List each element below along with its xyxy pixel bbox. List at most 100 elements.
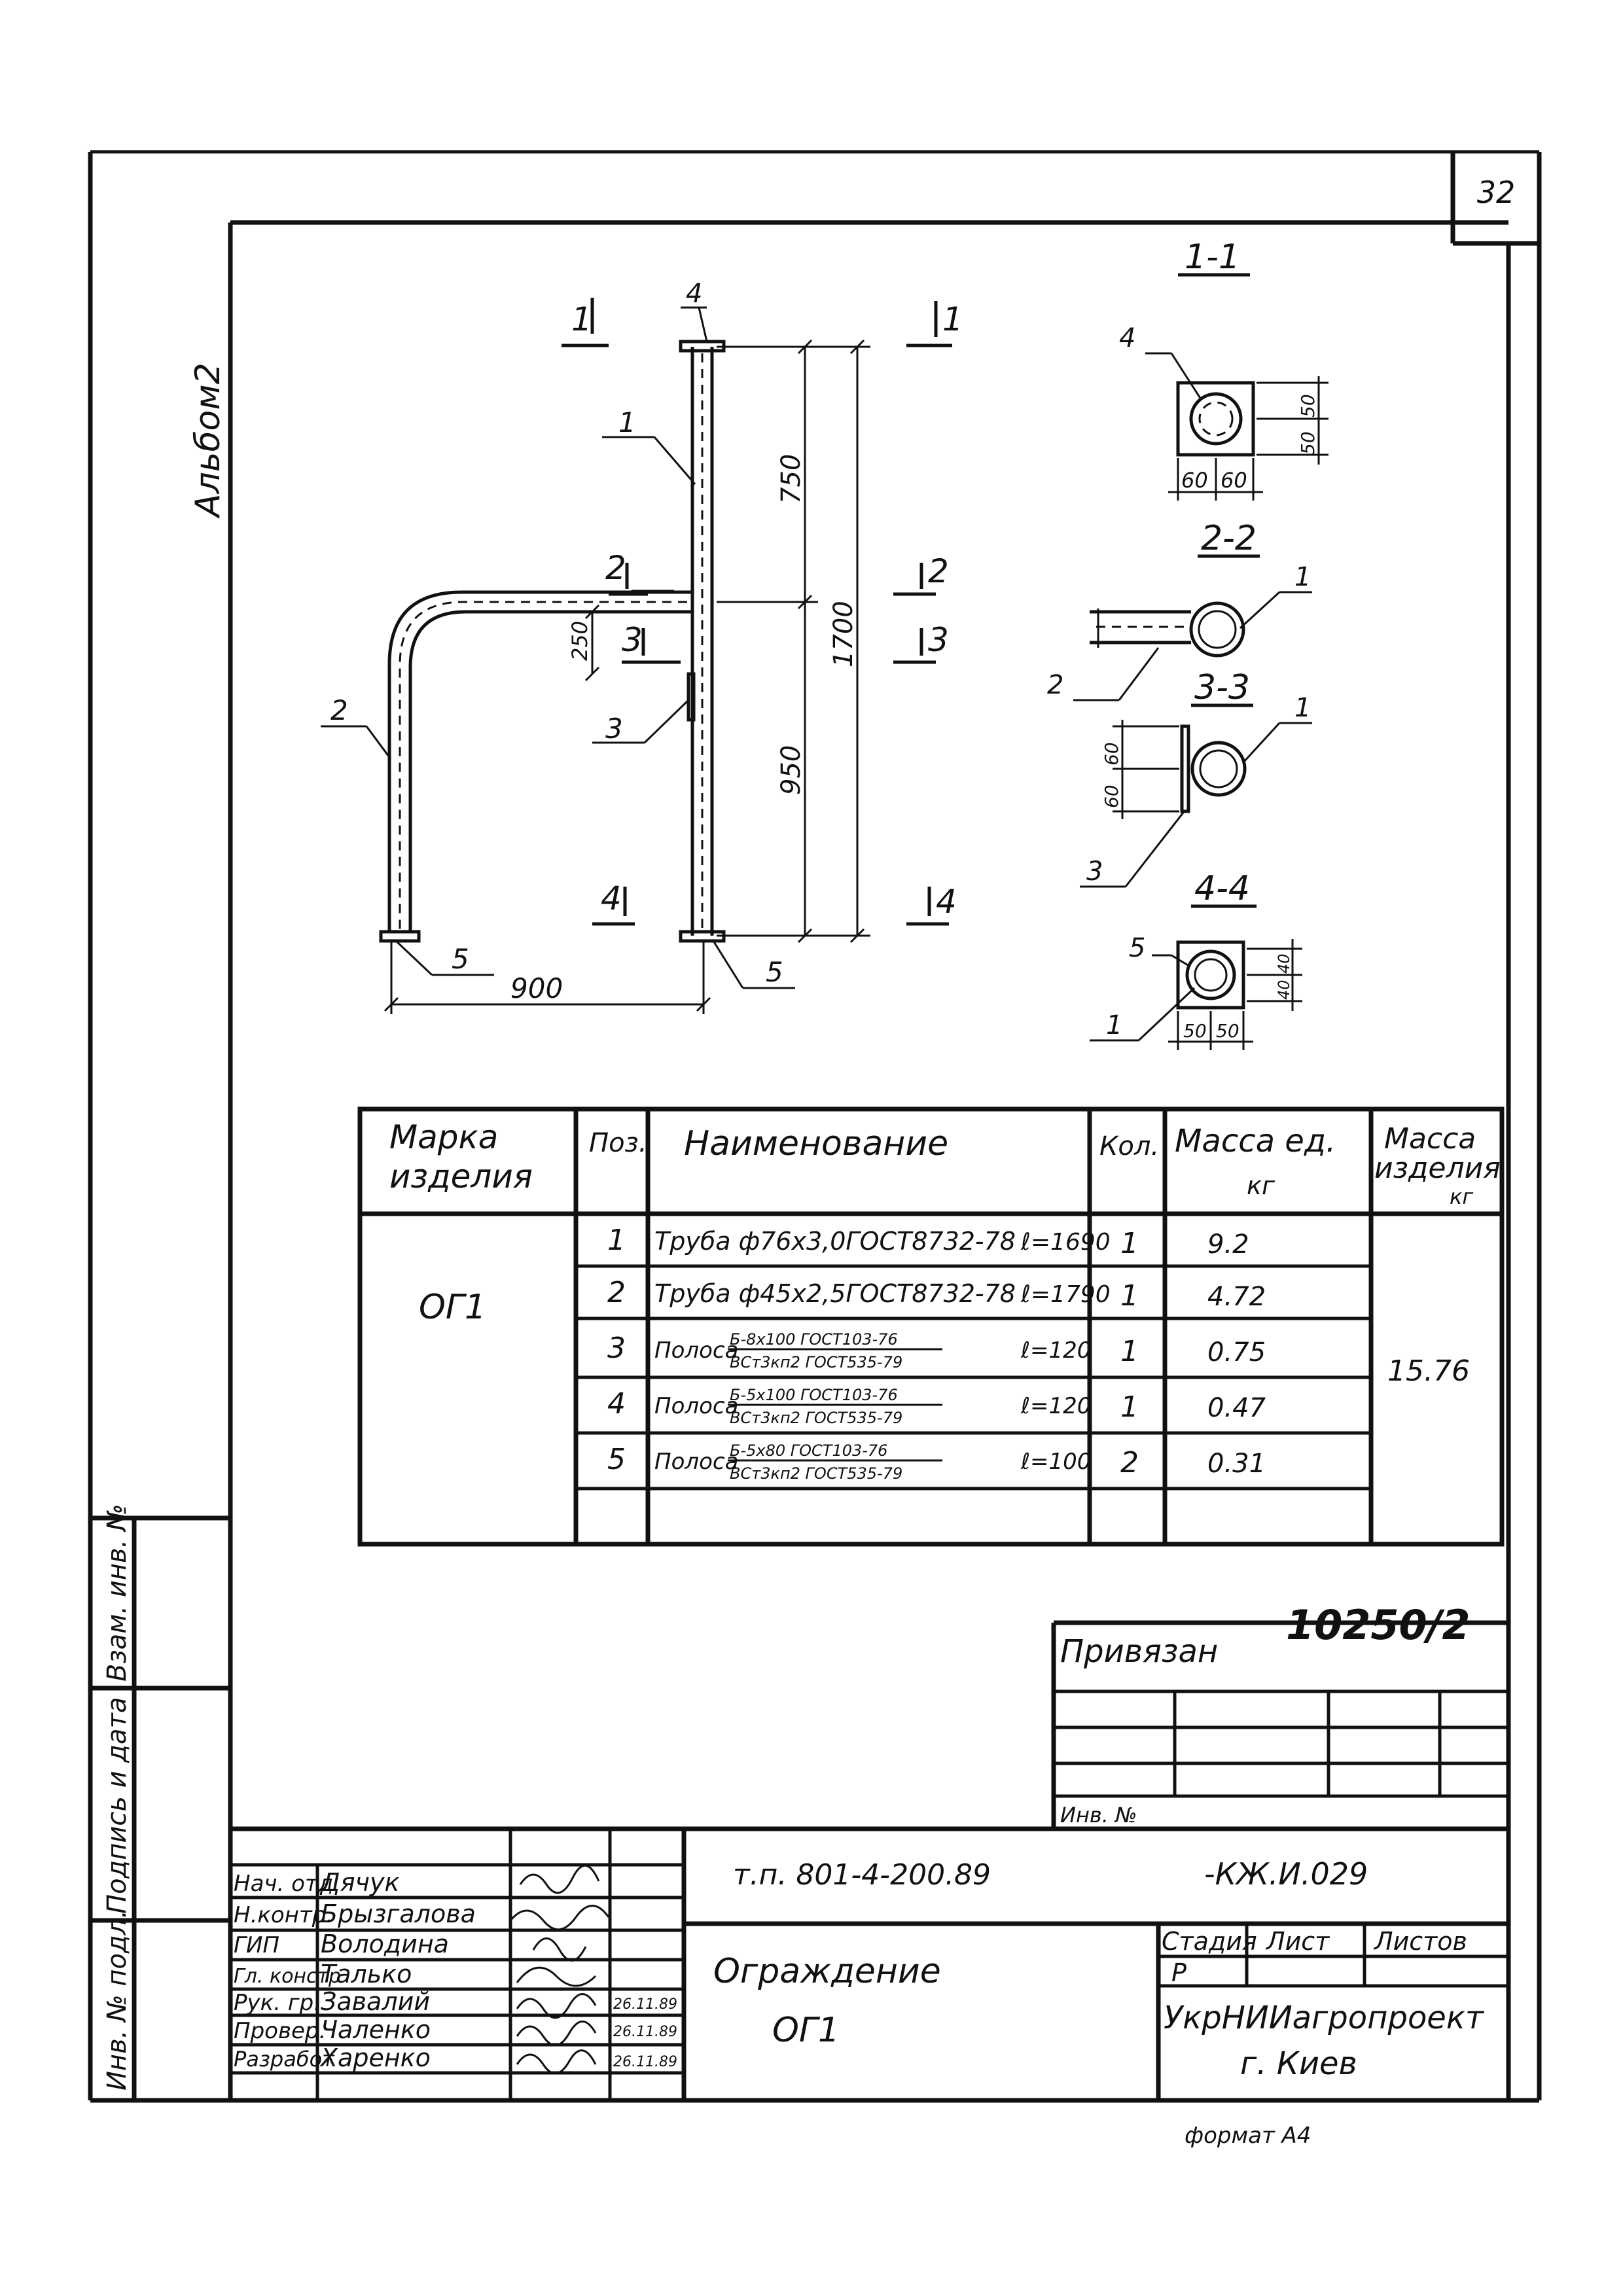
row-mass: 0.47	[1207, 1393, 1266, 1423]
pos-5-label-left: 5	[452, 943, 469, 975]
section-mark-1-right: 1	[942, 300, 963, 338]
svg-text:Чаленко: Чаленко	[321, 2015, 431, 2044]
row-length: ℓ=120	[1020, 1393, 1091, 1419]
main-view-dimensions	[383, 339, 870, 1014]
svg-text:Талько: Талько	[321, 1960, 412, 1988]
section-title-3-3: 3-3	[1194, 668, 1250, 707]
row-length: ℓ=100	[1020, 1449, 1091, 1475]
sec3-dim-a: 60	[1101, 742, 1122, 766]
row-frac-top: Б-8х100 ГОСТ103-76	[730, 1330, 898, 1349]
sec4-dim-d: 40	[1275, 980, 1293, 1000]
row-qty: 1	[1120, 1335, 1139, 1368]
doc-code: -КЖ.И.029	[1204, 1856, 1368, 1892]
svg-text:Рук. гр.: Рук. гр.	[234, 1990, 321, 2016]
row-length: ℓ=1690	[1020, 1229, 1111, 1256]
svg-text:Завалий: Завалий	[321, 1987, 430, 2016]
sec1-pos-4-label: 4	[1119, 323, 1135, 353]
section-mark-4-left: 4	[601, 879, 622, 917]
row-frac-top: Б-5х100 ГОСТ103-76	[730, 1386, 898, 1404]
row-frac-bottom: ВСт3кп2 ГОСТ535-79	[730, 1409, 902, 1427]
svg-text:26.11.89: 26.11.89	[613, 2054, 677, 2070]
section-marks	[562, 298, 952, 926]
tb-header-sheets: Листов	[1373, 1927, 1467, 1956]
side-stamp-inv: Инв. № подл.	[102, 1910, 132, 2091]
section-1-1	[1145, 273, 1329, 501]
title-block	[230, 1826, 1508, 2100]
pos-2-label: 2	[330, 694, 348, 726]
row-frac-bottom: ВСт3кп2 ГОСТ535-79	[730, 1464, 902, 1483]
organization-city: г. Киев	[1240, 2045, 1357, 2082]
row-frac-top: Б-5х80 ГОСТ103-76	[730, 1441, 887, 1460]
spec-header-unit-mass: Масса ед.кг	[1175, 1123, 1336, 1200]
row-name: Полоса	[654, 1337, 738, 1364]
row-mass: 9.2	[1207, 1229, 1249, 1260]
section-mark-3-left: 3	[622, 621, 643, 659]
svg-text:Брызгалова: Брызгалова	[321, 1899, 476, 1928]
row-name: Труба ф45х2,5ГОСТ8732-78	[654, 1279, 1016, 1308]
row-mass: 0.75	[1207, 1337, 1266, 1368]
dim-offset: 250	[567, 621, 592, 661]
spec-header-name: Наименование	[684, 1124, 948, 1163]
tb-header-stage: Стадия	[1162, 1927, 1257, 1956]
row-pos: 5	[607, 1443, 626, 1476]
row-pos: 3	[607, 1332, 626, 1365]
sec1-dim-d: 50	[1297, 394, 1319, 417]
railing-main-view	[379, 340, 726, 943]
row-mass: 0.31	[1207, 1449, 1266, 1479]
svg-text:26.11.89: 26.11.89	[613, 2024, 677, 2040]
sec1-dim-a: 60	[1181, 468, 1208, 493]
row-frac-bottom: ВСт3кп2 ГОСТ535-79	[730, 1353, 902, 1371]
svg-text:Харенко: Харенко	[319, 2043, 431, 2072]
row-pos: 4	[607, 1387, 626, 1421]
side-stamp	[90, 1515, 230, 2100]
sheet-frame	[88, 150, 1542, 2103]
section-4-4	[1090, 904, 1302, 1050]
side-stamp-signature: Подпись и дата	[102, 1697, 132, 1914]
stage-value: Р	[1171, 1958, 1186, 1987]
table-row: Рук. гр. Завалий 26.11.89	[234, 1987, 677, 2019]
drawing-title: Ограждение	[713, 1952, 941, 1991]
section-mark-4-right: 4	[936, 883, 957, 921]
row-qty: 1	[1120, 1227, 1139, 1260]
table-row: 1 Труба ф76х3,0ГОСТ8732-78 ℓ=1690 1 9.2	[607, 1224, 1249, 1260]
svg-text:Провер.: Провер.	[234, 2018, 326, 2044]
section-mark-3-right: 3	[928, 621, 949, 659]
tb-header-sheet: Лист	[1265, 1927, 1330, 1956]
bound-label: Привязан	[1060, 1633, 1218, 1670]
table-row: 3 Полоса Б-8х100 ГОСТ103-76 ВСт3кп2 ГОСТ…	[607, 1330, 1266, 1371]
spec-mark-value: ОГ1	[419, 1288, 486, 1327]
sec1-dim-c: 50	[1297, 431, 1319, 455]
sec4-dim-b: 50	[1216, 1020, 1240, 1042]
row-pos: 1	[607, 1224, 626, 1257]
table-row: Нач. отд Дячук	[234, 1864, 600, 1897]
section-3-3	[1080, 703, 1312, 888]
sec3-pos-3-label: 3	[1086, 857, 1103, 887]
organization: УкрНИИагропроект	[1164, 2000, 1485, 2036]
table-row: 4 Полоса Б-5х100 ГОСТ103-76 ВСт3кп2 ГОСТ…	[607, 1386, 1266, 1427]
side-stamp-replace: Взам. инв. №	[102, 1504, 132, 1682]
table-row: 2 Труба ф45х2,5ГОСТ8732-78 ℓ=1790 1 4.72	[607, 1276, 1266, 1313]
svg-text:Нач. отд: Нач. отд	[234, 1871, 333, 1897]
table-row: Провер. Чаленко 26.11.89	[234, 2015, 677, 2047]
svg-text:Дячук: Дячук	[319, 1868, 399, 1897]
sec4-pos-1-label: 1	[1106, 1010, 1122, 1040]
svg-text:Гл. констр: Гл. констр	[234, 1965, 341, 1988]
inv-label: Инв. №	[1060, 1803, 1137, 1828]
dim-width: 900	[510, 972, 563, 1004]
sec4-dim-c: 40	[1275, 953, 1293, 974]
row-mass: 4.72	[1207, 1282, 1266, 1312]
section-title-1-1: 1-1	[1185, 238, 1240, 277]
table-row: Н.контр. Брызгалова	[234, 1899, 610, 1931]
svg-text:26.11.89: 26.11.89	[613, 1996, 677, 2013]
svg-text:Володина: Володина	[321, 1930, 449, 1958]
table-row: ГИП Володина	[234, 1930, 587, 1962]
sec3-dim-b: 60	[1101, 785, 1122, 808]
svg-text:Н.контр.: Н.контр.	[234, 1902, 333, 1928]
section-mark-2-left: 2	[605, 549, 626, 587]
spec-header-pos: Поз.	[589, 1128, 647, 1158]
section-title-2-2: 2-2	[1201, 519, 1257, 558]
svg-text:Разработ: Разработ	[234, 2047, 335, 2072]
row-length: ℓ=1790	[1020, 1281, 1111, 1308]
